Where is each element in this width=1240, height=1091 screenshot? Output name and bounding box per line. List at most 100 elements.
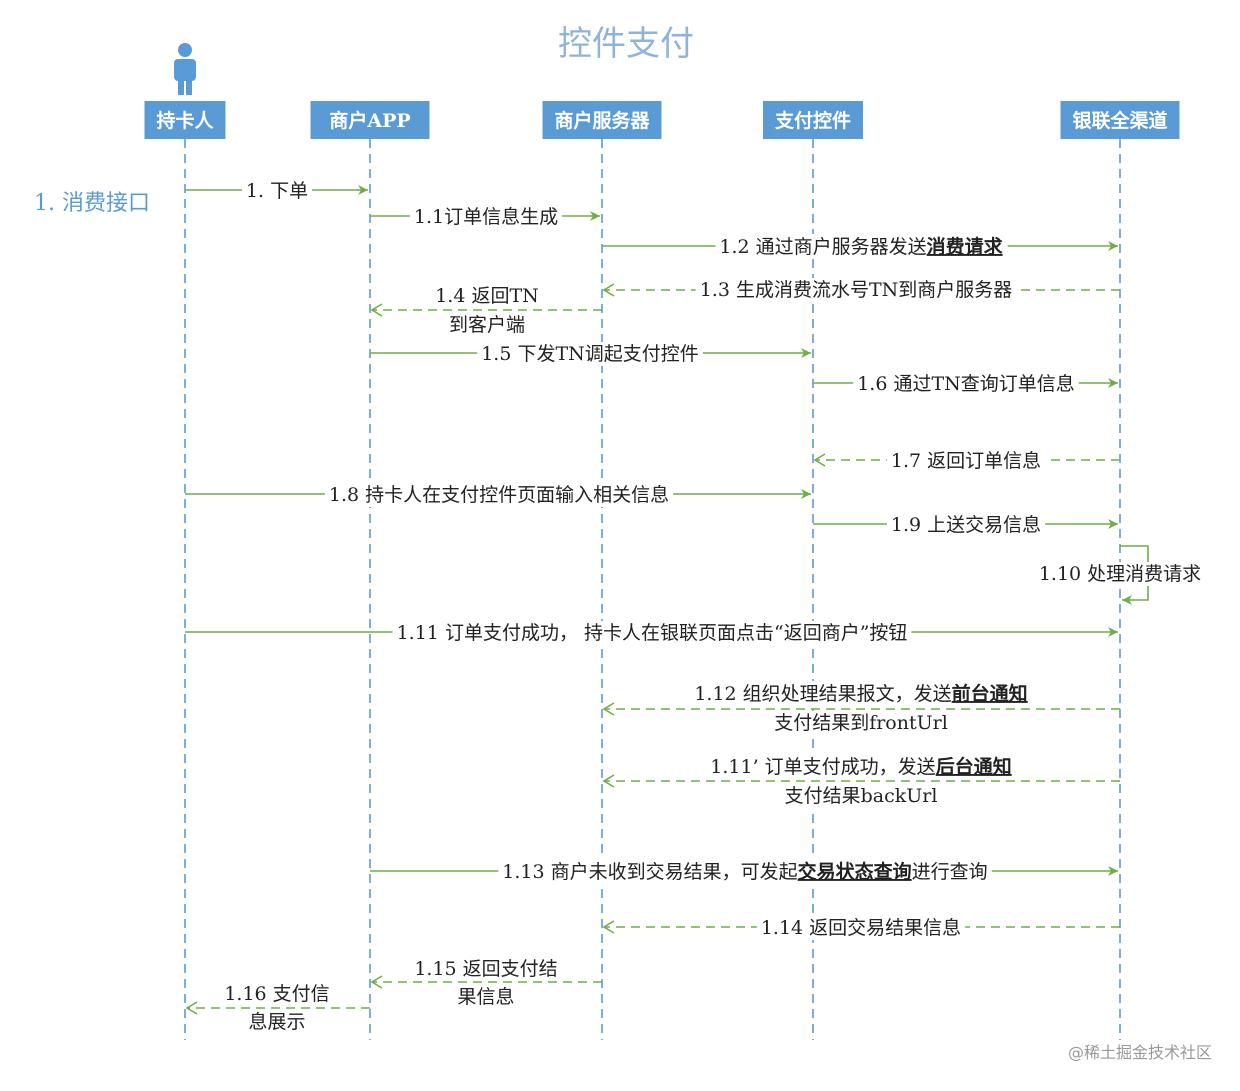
label-text: 1.10 处理消费请求 xyxy=(1039,563,1201,585)
message-10: 1.9 上送交易信息 xyxy=(813,513,1118,537)
message-5: 1.4 返回TN 到客户端 xyxy=(370,284,602,337)
message-label: 1.11’ 订单支付成功，发送后台通知 xyxy=(710,755,1011,778)
label-background xyxy=(715,234,1008,259)
emphasis-text: 消费请求 xyxy=(927,235,1004,258)
actor-box xyxy=(542,101,662,139)
message-label: 到客户端 xyxy=(449,314,525,336)
message-label: 1.8 持卡人在支付控件页面输入相关信息 xyxy=(329,484,669,506)
emphasis-text: 后台通知 xyxy=(936,755,1012,778)
label-background xyxy=(498,859,992,884)
label-background xyxy=(244,1010,310,1034)
actor-box xyxy=(763,101,863,139)
message-label: 1.3 生成消费流水号TN到商户服务器 xyxy=(700,279,1013,301)
message-9: 1.8 持卡人在支付控件页面输入相关信息 xyxy=(185,483,811,507)
message-label: 1.2 通过商户服务器发送消费请求 xyxy=(719,235,1003,258)
message-15: 1.13 商户未收到交易结果，可发起交易状态查询进行查询 xyxy=(370,859,1118,884)
actor-box xyxy=(310,101,430,139)
message-label: 1.4 返回TN xyxy=(435,285,539,307)
label-text: 1.11’ 订单支付成功，发送 xyxy=(710,756,935,778)
label-text: 1.4 返回TN xyxy=(435,285,539,307)
message-4: 1.3 生成消费流水号TN到商户服务器 xyxy=(602,278,1120,302)
label-background xyxy=(695,278,1017,302)
label-background xyxy=(690,681,1032,706)
label-background xyxy=(444,313,530,337)
watermark: @稀土掘金技术社区 xyxy=(1068,1043,1212,1062)
label-text: 1.5 下发TN调起支付控件 xyxy=(481,343,699,365)
label-background xyxy=(241,179,313,203)
message-2: 1.1订单信息生成 xyxy=(370,205,600,229)
label-text: 果信息 xyxy=(457,986,514,1008)
label-text: 到客户端 xyxy=(449,314,525,336)
message-label: 1.9 上送交易信息 xyxy=(891,514,1041,536)
label-background xyxy=(220,982,334,1006)
label-text: 1.15 返回支付结 xyxy=(414,958,557,980)
label-text: 1.13 商户未收到交易结果，可发起 xyxy=(502,861,797,883)
message-3: 1.2 通过商户服务器发送消费请求 xyxy=(602,234,1118,259)
label-background xyxy=(770,711,952,735)
label-text: 1.14 返回交易结果信息 xyxy=(761,917,961,939)
label-background xyxy=(392,621,912,645)
label-text: 1.6 通过TN查询订单信息 xyxy=(857,373,1075,395)
actor-payment_control: 支付控件 xyxy=(763,101,863,139)
actor-unionpay: 银联全渠道 xyxy=(1060,101,1180,139)
label-text: 1.12 组织处理结果报文，发送 xyxy=(694,683,951,705)
label-text: 1. 下单 xyxy=(246,180,308,202)
section-label: 1. 消费接口 xyxy=(34,191,150,216)
message-label: 1.6 通过TN查询订单信息 xyxy=(857,373,1075,395)
label-text: 1.2 通过商户服务器发送 xyxy=(719,236,926,258)
actor-label: 银联全渠道 xyxy=(1072,109,1167,132)
actor-merchant_app: 商户APP xyxy=(310,101,430,139)
message-label: 1.11 订单支付成功， 持卡人在银联页面点击“返回商户”按钮 xyxy=(397,622,908,644)
message-label: 1.13 商户未收到交易结果，可发起交易状态查询进行查询 xyxy=(502,860,987,883)
label-background xyxy=(1034,562,1206,586)
lifelines xyxy=(184,139,1121,1040)
label-background xyxy=(886,449,1046,473)
message-label: 1.10 处理消费请求 xyxy=(1039,563,1201,585)
label-text: 1.9 上送交易信息 xyxy=(891,514,1041,536)
message-label: 1.7 返回订单信息 xyxy=(891,450,1041,472)
message-12: 1.11 订单支付成功， 持卡人在银联页面点击“返回商户”按钮 xyxy=(185,621,1118,645)
message-11: 1.10 处理消费请求 xyxy=(1034,545,1206,605)
emphasis-text: 前台通知 xyxy=(952,682,1028,705)
actors: 持卡人 商户APP 商户服务器 支付控件 银联全渠道 xyxy=(144,101,1180,139)
message-label: 息展示 xyxy=(248,1011,305,1033)
person-icon xyxy=(174,43,196,95)
label-text: 支付结果到frontUrl xyxy=(774,712,948,734)
label-background xyxy=(780,784,942,808)
actor-box xyxy=(144,101,226,139)
messages: 1. 下单 1.1订单信息生成 1.2 通过商户服务器发送消费请求 1.3 生成消费流… xyxy=(185,179,1206,1034)
message-16: 1.14 返回交易结果信息 xyxy=(602,916,1120,940)
message-6: 1.5 下发TN调起支付控件 xyxy=(370,342,811,366)
emphasis-text: 交易状态查询 xyxy=(798,860,912,883)
label-background xyxy=(324,483,674,507)
label-background xyxy=(756,916,966,940)
message-label: 1.14 返回交易结果信息 xyxy=(761,917,961,939)
message-label: 1.12 组织处理结果报文，发送前台通知 xyxy=(694,682,1027,705)
label-text: 1.8 持卡人在支付控件页面输入相关信息 xyxy=(329,484,669,506)
label-text: 息展示 xyxy=(248,1011,305,1033)
message-7: 1.6 通过TN查询订单信息 xyxy=(813,372,1118,396)
actor-box xyxy=(1060,101,1180,139)
label-background xyxy=(477,342,703,366)
label-text: 1.7 返回订单信息 xyxy=(891,450,1041,472)
message-label: 1.15 返回支付结 xyxy=(414,958,557,980)
message-label: 支付结果backUrl xyxy=(785,785,938,807)
actor-merchant_server: 商户服务器 xyxy=(542,101,662,139)
message-label: 1.16 支付信 xyxy=(224,983,329,1005)
message-label: 1.1订单信息生成 xyxy=(414,206,558,228)
message-label: 果信息 xyxy=(457,986,514,1008)
label-background xyxy=(409,205,563,229)
message-8: 1.7 返回订单信息 xyxy=(813,449,1120,473)
message-label: 1.5 下发TN调起支付控件 xyxy=(481,343,699,365)
label-text: 支付结果backUrl xyxy=(785,785,938,807)
actor-label: 商户APP xyxy=(329,109,410,132)
label-background xyxy=(453,985,519,1009)
actor-cardholder: 持卡人 xyxy=(144,101,226,139)
label-text: 1.11 订单支付成功， 持卡人在银联页面点击“返回商户”按钮 xyxy=(397,622,908,644)
label-background xyxy=(706,754,1016,779)
label-text: 1.1订单信息生成 xyxy=(414,206,558,228)
message-1: 1. 下单 xyxy=(185,179,368,203)
